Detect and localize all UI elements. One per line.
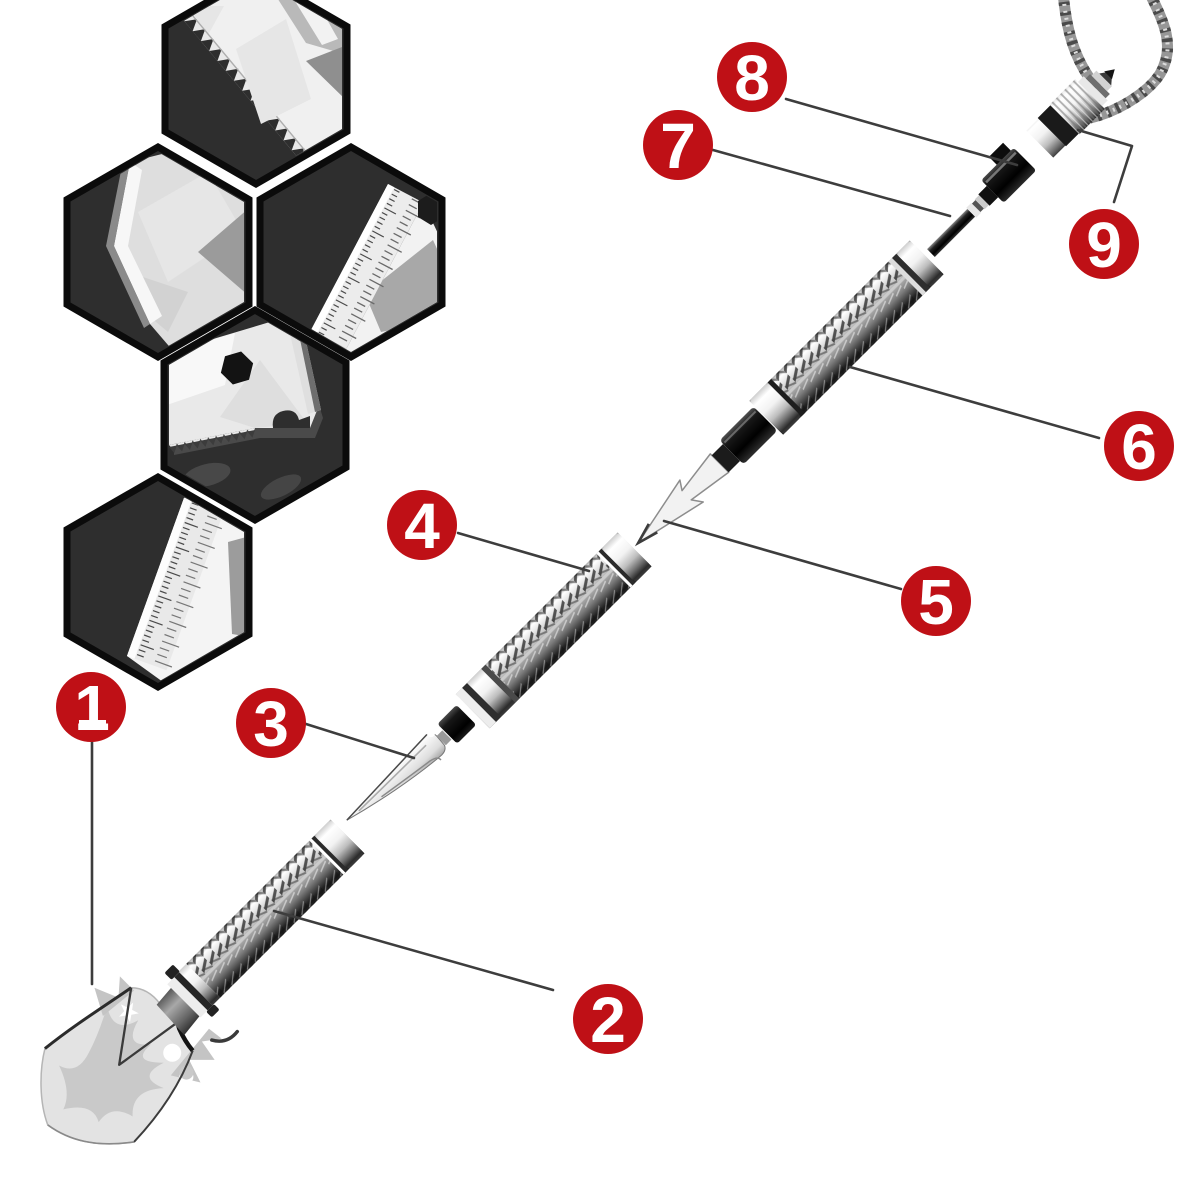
svg-text:1: 1	[74, 672, 110, 744]
svg-text:8: 8	[734, 42, 770, 114]
svg-text:5: 5	[918, 566, 954, 638]
svg-text:6: 6	[1121, 411, 1157, 483]
svg-text:9: 9	[1086, 209, 1122, 281]
svg-text:2: 2	[590, 984, 626, 1056]
svg-text:7: 7	[660, 110, 696, 182]
svg-text:4: 4	[404, 490, 440, 562]
svg-text:3: 3	[253, 688, 289, 760]
